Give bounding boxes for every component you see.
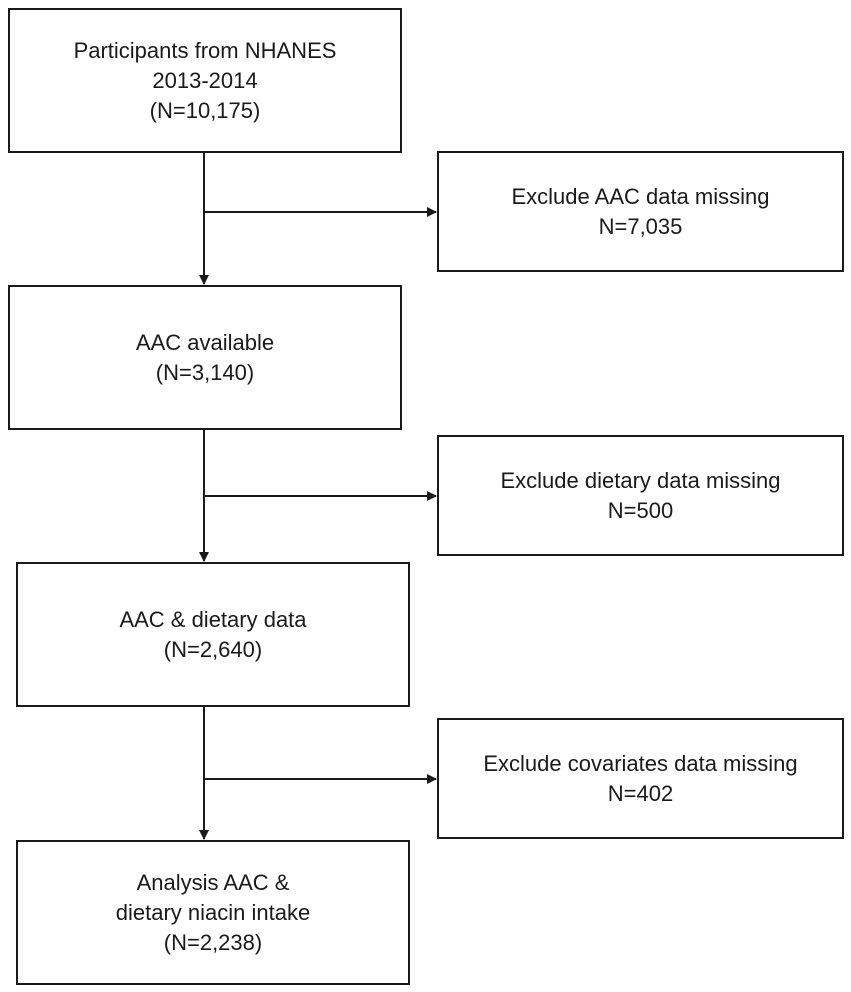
step-3-box-line-2: (N=2,640) (163, 636, 263, 662)
final-box-line-3: (N=2,238) (163, 929, 263, 955)
exclusion-box-1-line-1: Exclude AAC data missing (511, 183, 770, 209)
final-box-line-1: Analysis AAC & (136, 869, 290, 895)
final-box-line-2: dietary niacin intake (115, 899, 311, 925)
exclusion-box-3-line-2: N=402 (607, 780, 674, 806)
exclusion-box-1-line-2: N=7,035 (598, 213, 683, 239)
exclusion-box-1: Exclude AAC data missing N=7,035 (437, 151, 844, 272)
start-box-line-3: (N=10,175) (149, 97, 261, 123)
exclusion-box-3-line-1: Exclude covariates data missing (483, 750, 798, 776)
final-box: Analysis AAC & dietary niacin intake (N=… (16, 840, 410, 985)
exclusion-box-2: Exclude dietary data missing N=500 (437, 435, 844, 556)
step-2-box: AAC available (N=3,140) (8, 285, 402, 430)
start-box-line-1: Participants from NHANES (73, 37, 337, 63)
step-2-box-line-2: (N=3,140) (155, 359, 255, 385)
exclusion-box-2-line-2: N=500 (607, 497, 674, 523)
exclusion-box-2-line-1: Exclude dietary data missing (500, 467, 781, 493)
step-2-box-line-1: AAC available (135, 329, 275, 355)
step-3-box-line-1: AAC & dietary data (119, 606, 307, 632)
exclusion-box-3: Exclude covariates data missing N=402 (437, 718, 844, 839)
start-box: Participants from NHANES 2013-2014 (N=10… (8, 8, 402, 153)
start-box-line-2: 2013-2014 (152, 67, 258, 93)
step-3-box: AAC & dietary data (N=2,640) (16, 562, 410, 707)
